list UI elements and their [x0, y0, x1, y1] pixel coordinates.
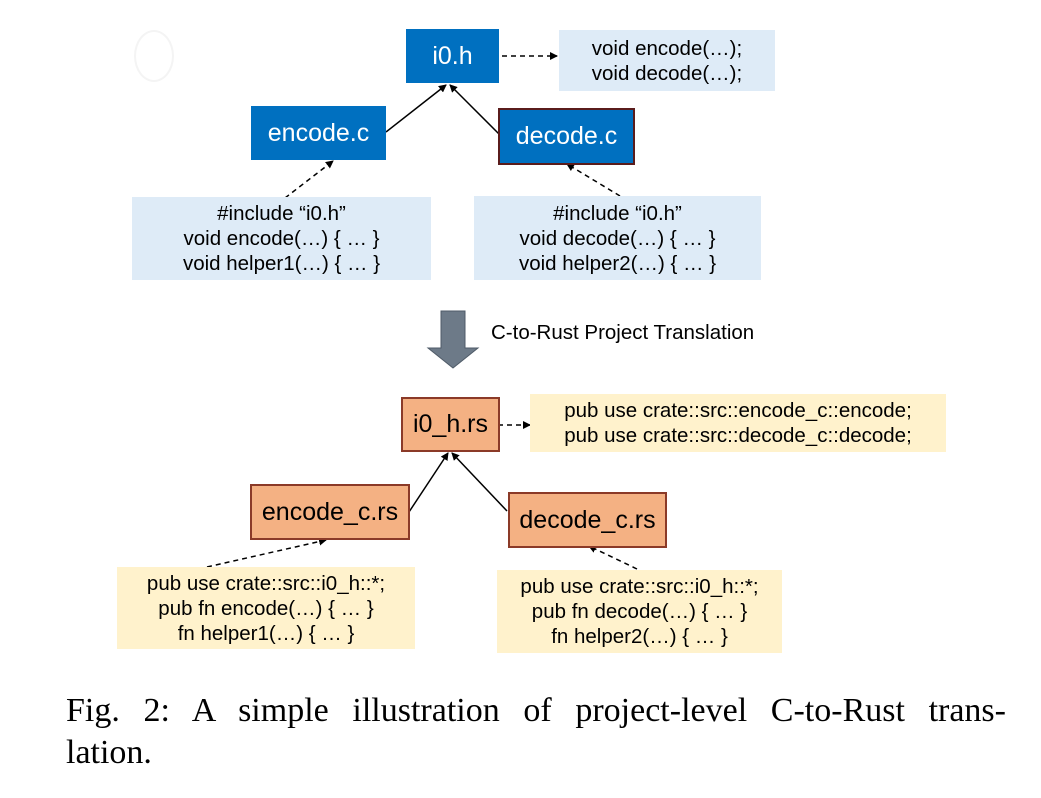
note-line: void encode(…);	[591, 36, 743, 60]
translation-label: C-to-Rust Project Translation	[491, 321, 755, 344]
note-line: pub use crate::src::encode_c::encode;	[564, 399, 912, 422]
decode-c-source-note: #include “i0.h” void decode(…) { … } voi…	[474, 196, 761, 280]
rust-module-node-decode-c-rs: decode_c.rs	[508, 492, 667, 548]
note-line: #include “i0.h”	[553, 201, 682, 225]
note-line: pub use crate::src::i0_h::*;	[146, 571, 386, 595]
note-line: fn helper1(…) { … }	[177, 621, 355, 645]
note-line: pub use crate::src::decode_c::decode;	[564, 424, 912, 447]
rust-module-node-i0-h-rs: i0_h.rs	[401, 397, 500, 452]
node-label: decode_c.rs	[519, 505, 656, 534]
note-line: void encode(…) { … }	[183, 227, 380, 250]
node-label: encode_c.rs	[261, 497, 399, 526]
translation-arrow-icon	[426, 310, 480, 369]
header-declarations-note: void encode(…); void decode(…);	[559, 30, 775, 91]
note-line: pub use crate::src::i0_h::*;	[520, 575, 759, 598]
arrow-decode-c-to-header	[449, 84, 501, 136]
source-file-node-encode-c: encode.c	[251, 106, 386, 160]
encode-c-source-note: #include “i0.h” void encode(…) { … } voi…	[132, 197, 431, 280]
arrow-encode-rs-note-to-encode-rs	[206, 537, 327, 568]
arrow-decode-rs-note-to-decode-rs	[588, 545, 638, 570]
watermark-seal	[134, 30, 174, 82]
rust-reexports-note: pub use crate::src::encode_c::encode; pu…	[530, 394, 946, 452]
node-label: decode.c	[515, 122, 618, 150]
note-line: void decode(…);	[591, 61, 743, 85]
arrow-encode-rs-to-header	[408, 452, 449, 513]
note-line: fn helper2(…) { … }	[551, 625, 728, 648]
note-line: void decode(…) { … }	[519, 226, 716, 250]
arrow-decode-note-to-decode-c	[566, 163, 621, 197]
note-line: void helper2(…) { … }	[518, 251, 717, 275]
source-file-node-decode-c: decode.c	[498, 108, 635, 165]
caption-line-2: lation.	[66, 734, 152, 771]
caption-line-1: Fig. 2: A simple illustration of project…	[66, 692, 1006, 729]
decode-rs-source-note: pub use crate::src::i0_h::*; pub fn deco…	[497, 570, 782, 653]
arrow-encode-note-to-encode-c	[284, 160, 334, 199]
arrow-decode-rs-note-to-decode-rs	[404, 548, 436, 568]
arrow-encode-c-to-header	[385, 84, 447, 133]
note-line: #include “i0.h”	[217, 202, 346, 225]
rust-module-node-encode-c-rs: encode_c.rs	[250, 484, 410, 540]
encode-rs-source-note: pub use crate::src::i0_h::*; pub fn enco…	[117, 567, 415, 649]
figure-caption: Fig. 2: A simple illustration of project…	[66, 690, 1006, 774]
node-label: i0.h	[432, 41, 473, 70]
arrow-decode-rs-to-header	[451, 452, 508, 512]
note-line: pub fn encode(…) { … }	[158, 596, 374, 620]
note-line: pub fn decode(…) { … }	[531, 600, 748, 623]
node-label: encode.c	[267, 118, 370, 147]
note-line: void helper1(…) { … }	[182, 252, 381, 275]
node-label: i0_h.rs	[412, 410, 489, 438]
header-file-node-i0-h: i0.h	[406, 29, 499, 83]
